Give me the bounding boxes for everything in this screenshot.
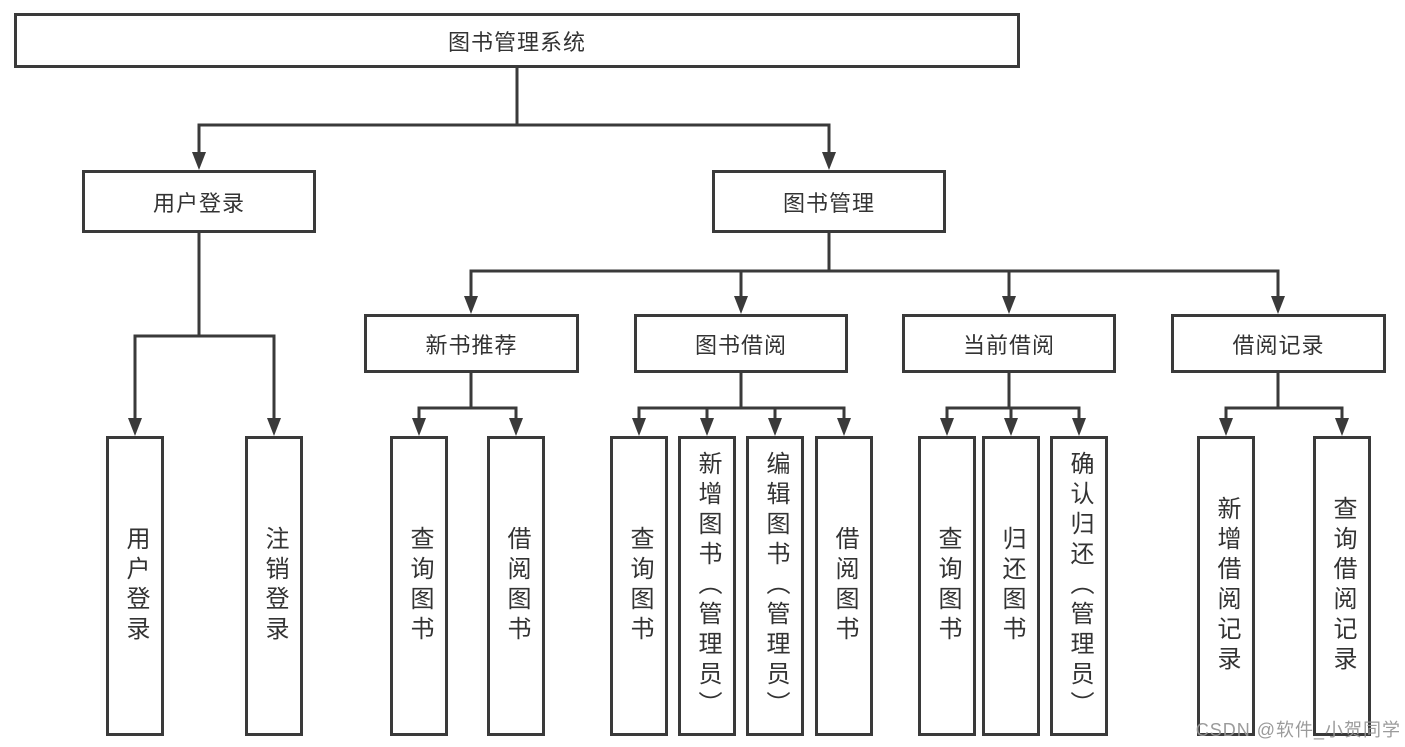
node-label: 查询图书 <box>626 526 653 646</box>
node-book-management: 图书管理 <box>712 170 946 233</box>
arrow-icon <box>822 152 836 170</box>
node-label: 图书管理系统 <box>447 29 586 55</box>
leaf-bb-borrow-books: 借阅图书 <box>815 436 873 736</box>
node-root: 图书管理系统 <box>14 13 1020 68</box>
node-current-borrow: 当前借阅 <box>902 314 1116 373</box>
node-label: 借阅图书 <box>503 526 530 646</box>
leaf-cb-return-books: 归还图书 <box>982 436 1040 736</box>
node-label: 注销登录 <box>261 526 288 646</box>
leaf-cb-query-books: 查询图书 <box>918 436 976 736</box>
node-label: 查询图书 <box>934 526 961 646</box>
leaf-logout: 注销登录 <box>245 436 303 736</box>
arrow-icon <box>1072 418 1086 436</box>
node-label: 借阅图书 <box>831 526 858 646</box>
node-book-borrow: 图书借阅 <box>634 314 848 373</box>
arrow-icon <box>837 418 851 436</box>
node-label: 用户登录 <box>122 526 149 646</box>
node-new-book-recommend: 新书推荐 <box>364 314 579 373</box>
arrow-icon <box>464 296 478 314</box>
edge-bookmgmt-to-level3 <box>469 231 1280 300</box>
node-label: 归还图书 <box>998 526 1025 646</box>
leaf-rec-borrow-books: 借阅图书 <box>487 436 545 736</box>
arrow-icon <box>768 418 782 436</box>
node-label: 查询借阅记录 <box>1329 496 1356 676</box>
leaf-bb-edit-book-admin: 编辑图书（管理员） <box>746 436 804 736</box>
leaf-br-query-record: 查询借阅记录 <box>1313 436 1371 736</box>
arrow-icon <box>734 296 748 314</box>
edge-borrowrecords-to-leaves <box>1224 371 1344 422</box>
node-label: 用户登录 <box>152 190 245 216</box>
leaf-bb-query-books: 查询图书 <box>610 436 668 736</box>
node-label: 借阅记录 <box>1232 332 1325 358</box>
node-label: 新增借阅记录 <box>1213 496 1240 676</box>
arrow-icon <box>1004 418 1018 436</box>
leaf-cb-confirm-return-admin: 确认归还（管理员） <box>1050 436 1108 736</box>
leaf-bb-add-book-admin: 新增图书（管理员） <box>678 436 736 736</box>
leaf-br-add-record: 新增借阅记录 <box>1197 436 1255 736</box>
node-label: 新书推荐 <box>425 332 518 358</box>
arrow-icon <box>700 418 714 436</box>
edge-root-to-level2 <box>197 66 831 156</box>
arrow-icon <box>509 418 523 436</box>
node-label: 查询图书 <box>406 526 433 646</box>
edge-currentborrow-to-leaves <box>945 371 1081 422</box>
arrow-icon <box>412 418 426 436</box>
edge-newbookrec-to-leaves <box>417 371 518 422</box>
csdn-watermark: CSDN @软件_小贺同学 <box>1195 720 1401 740</box>
edge-bookborrow-to-leaves <box>637 371 846 422</box>
node-borrow-records: 借阅记录 <box>1171 314 1386 373</box>
arrow-icon <box>192 152 206 170</box>
arrow-icon <box>632 418 646 436</box>
arrow-icon <box>1335 418 1349 436</box>
arrow-icon <box>267 418 281 436</box>
node-label: 确认归还（管理员） <box>1066 451 1093 721</box>
arrow-icon <box>1271 296 1285 314</box>
arrow-icon <box>940 418 954 436</box>
arrow-icon <box>1002 296 1016 314</box>
node-label: 新增图书（管理员） <box>694 451 721 721</box>
arrow-icon <box>1219 418 1233 436</box>
leaf-user-login: 用户登录 <box>106 436 164 736</box>
edge-userlogin-to-leaves <box>133 231 276 422</box>
arrow-icon <box>128 418 142 436</box>
node-user-login: 用户登录 <box>82 170 316 233</box>
leaf-rec-query-books: 查询图书 <box>390 436 448 736</box>
node-label: 图书管理 <box>782 190 875 216</box>
node-label: 编辑图书（管理员） <box>762 451 789 721</box>
node-label: 图书借阅 <box>694 332 787 358</box>
node-label: 当前借阅 <box>962 332 1055 358</box>
